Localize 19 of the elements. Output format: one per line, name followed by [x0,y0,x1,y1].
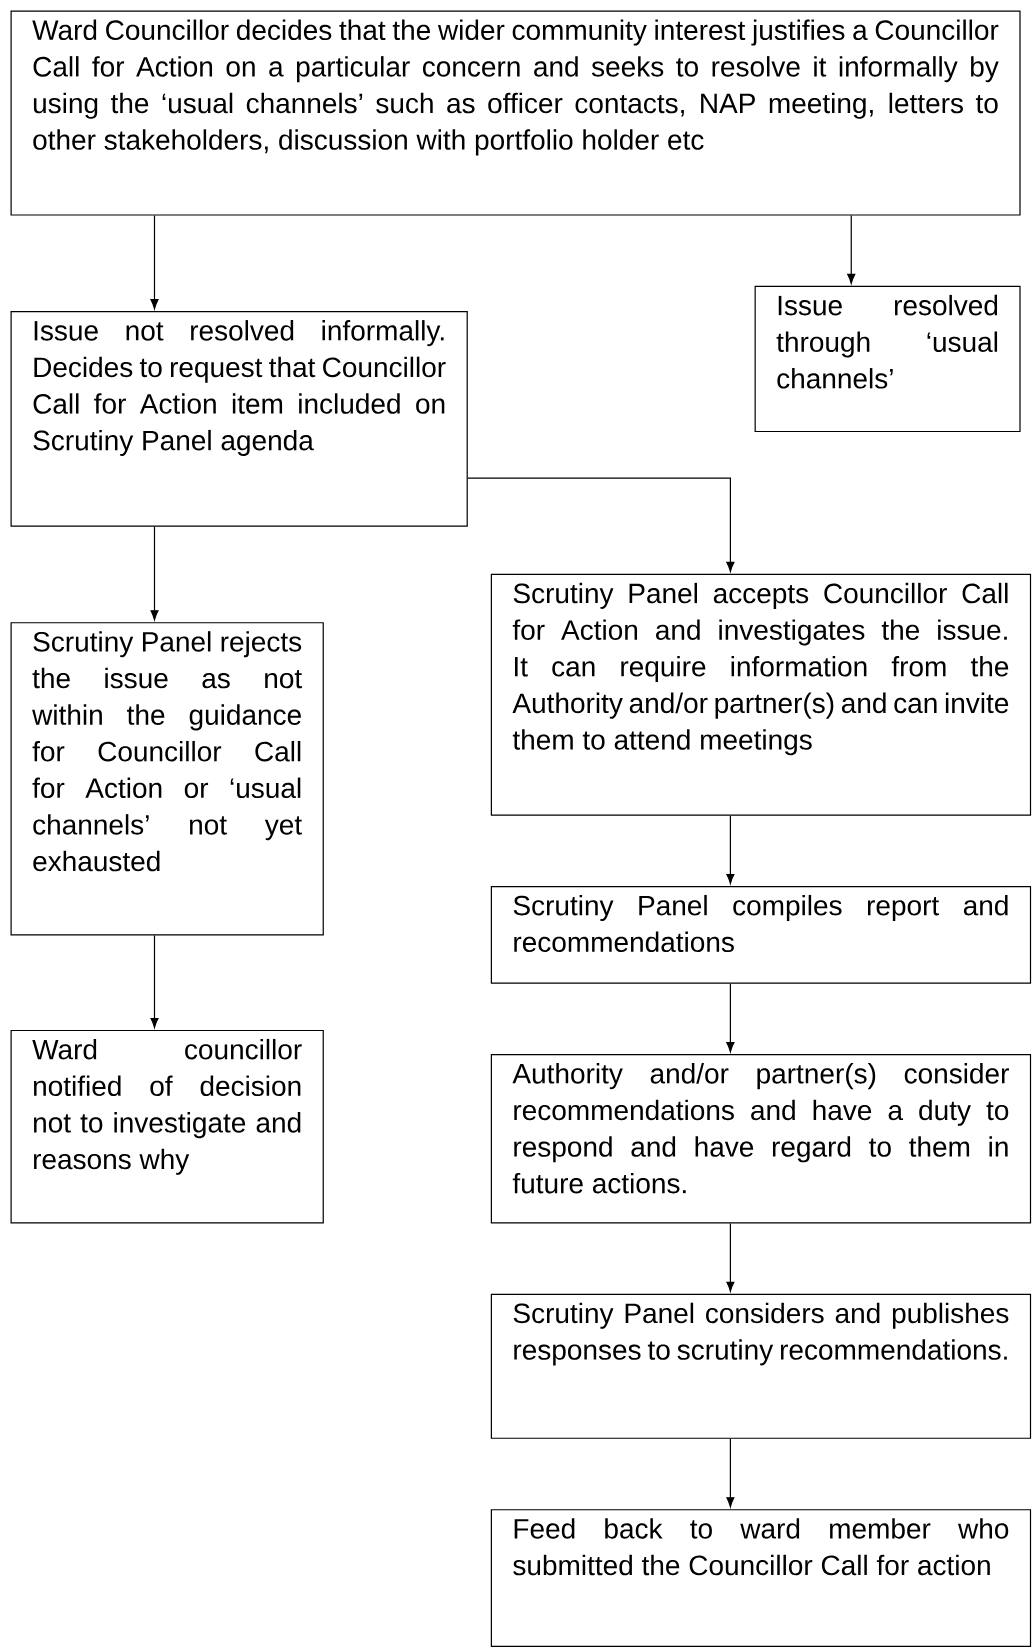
process-box: Issue resolved through ‘usual channels’ [754,285,1021,433]
arrow [847,215,856,284]
arrow [150,526,159,621]
arrow [726,815,735,885]
arrow [467,477,735,572]
process-box: Scrutiny Panel compiles report and recommendations [490,885,1032,984]
arrow [150,934,159,1029]
process-box: Issue not resolved informally. Decides to request that Councillor Call for Action item included on Scrutiny Panel agenda [10,311,468,527]
process-box: Ward councillor notified of decision not to investigate and reasons why [10,1029,324,1224]
process-box: Scrutiny Panel considers and publishes responses to scrutiny recommendations. [490,1293,1032,1439]
process-box: Ward Councillor decides that the wider community interest justifies a Councillor Call for Action on a particular concern and seeks to resolve it informally by using the ‘usual channels’ such as officer contacts, NAP meeting, letters to other stakeholders, discussion with portfolio holder etc [10,10,1021,216]
arrow [726,1222,735,1292]
process-box: Feed back to ward member who submitted the Councillor Call for action [490,1509,1032,1647]
arrow [726,983,735,1053]
arrow [150,215,159,310]
process-box: Scrutiny Panel accepts Councillor Call for Action and investigates the issue. It can require information from the Authority and/or partner(s) and can invite them to attend meetings [490,573,1032,816]
arrow [726,1438,735,1508]
process-box: Authority and/or partner(s) consider recommendations and have a duty to respond and have regard to them in future actions. [490,1054,1032,1224]
process-box: Scrutiny Panel rejects the issue as not within the guidance for Councillor Call for Action or ‘usual channels’ not yet exhausted [10,622,324,936]
